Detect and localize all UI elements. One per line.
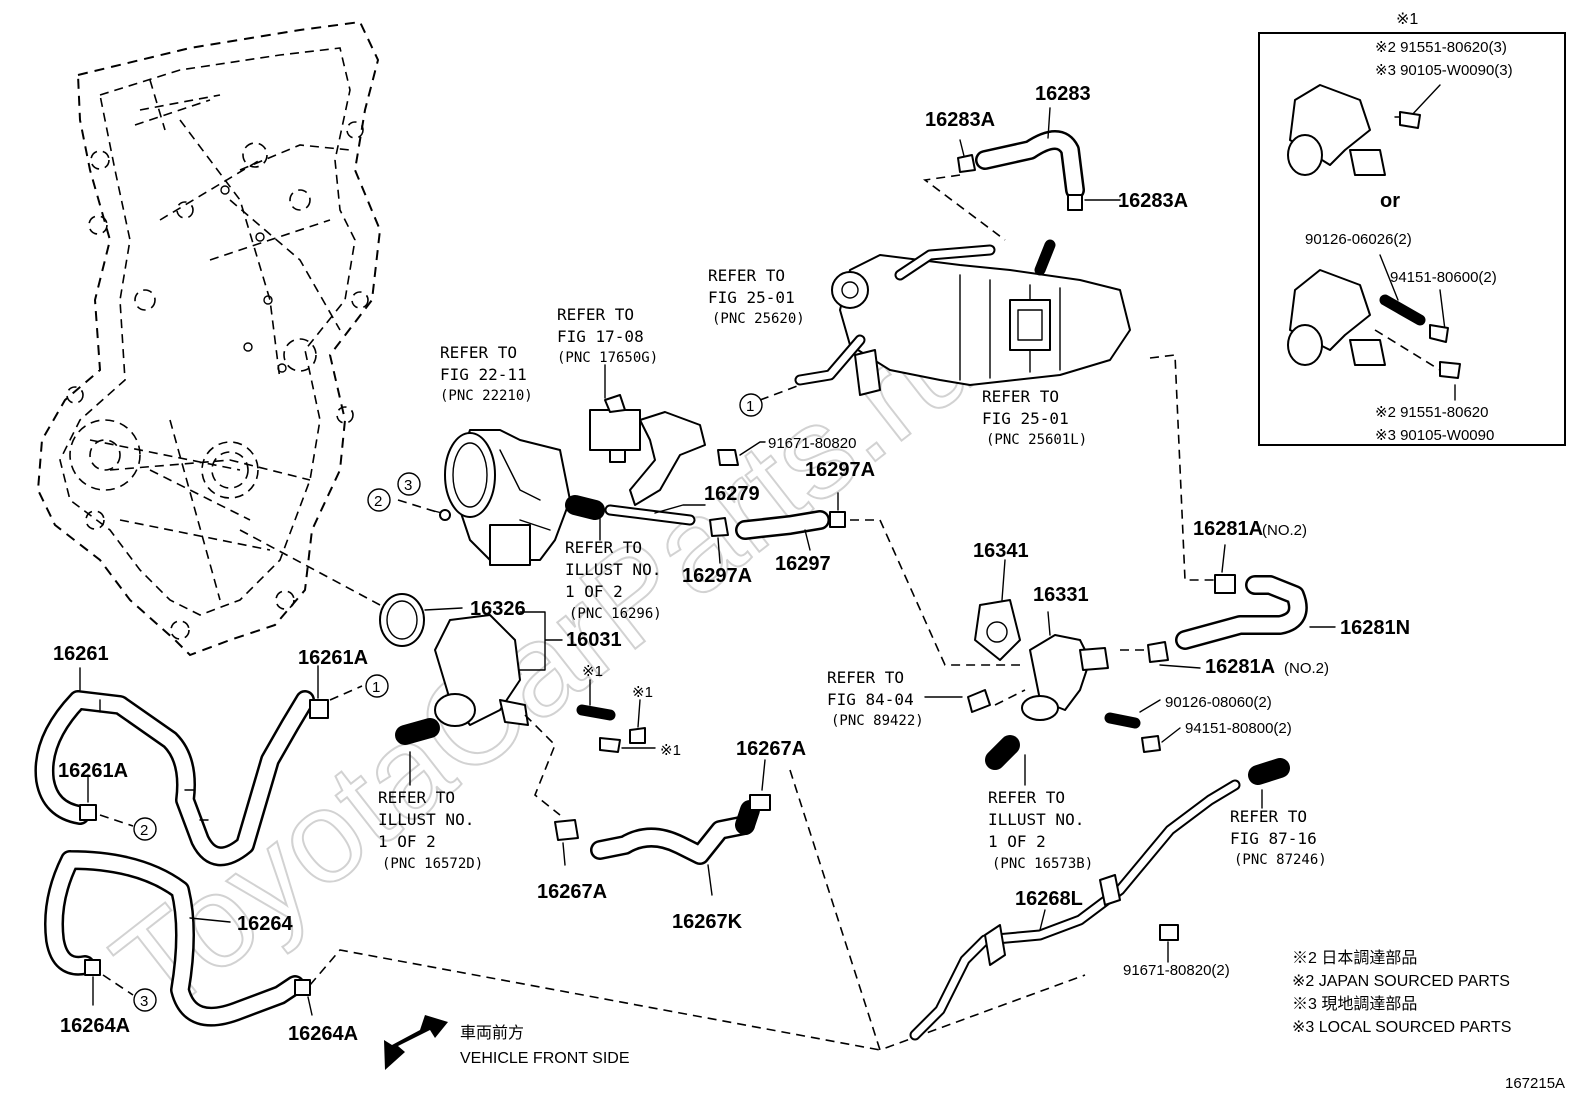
- ref5-l4: (PNC 16296): [569, 606, 662, 622]
- ref7-l3: 1 OF 2: [988, 832, 1046, 851]
- part-labels: 16283 16283A 16283A 16279 16297A 16297A …: [53, 83, 1410, 1045]
- throttle-body: [444, 429, 571, 566]
- legend-local-en: ※3 LOCAL SOURCED PARTS: [1292, 1019, 1511, 1036]
- callout-circles: 1 1 2 3 2 3: [133, 393, 763, 1012]
- label-mark1-stud: ※1: [582, 663, 603, 680]
- ref1-l2: FIG 22-11: [440, 365, 527, 384]
- inset-bolt-local: ※3 90105-W0090: [1375, 427, 1494, 444]
- label-16283: 16283: [1035, 83, 1091, 105]
- ref7-l2: ILLUST NO.: [988, 810, 1084, 829]
- label-16264A-right: 16264A: [288, 1023, 358, 1045]
- ref6-l1: REFER TO: [378, 788, 455, 807]
- label-mark1-bolt: ※1: [660, 742, 681, 759]
- timing-chain-cover: [36, 20, 382, 657]
- ref5-l1: REFER TO: [565, 538, 642, 557]
- label-16281N: 16281N: [1340, 617, 1410, 639]
- label-16281A-top-sub: (NO.2): [1262, 522, 1307, 539]
- label-16261A-left: 16261A: [58, 760, 128, 782]
- label-16031: 16031: [566, 629, 622, 651]
- label-stud-90126: 90126-08060(2): [1165, 694, 1272, 711]
- label-mark1-nut: ※1: [632, 684, 653, 701]
- inset-stud: 90126-06026(2): [1305, 231, 1412, 248]
- ref3-l2: FIG 25-01: [708, 288, 795, 307]
- label-16267A-bottom: 16267A: [537, 881, 607, 903]
- legend: ※2 日本調達部品 ※2 JAPAN SOURCED PARTS ※3 現地調達…: [1292, 949, 1511, 1036]
- front-label-en: VEHICLE FRONT SIDE: [460, 1050, 630, 1067]
- label-bolt-91671: 91671-80820: [768, 435, 856, 452]
- label-16341: 16341: [973, 540, 1029, 562]
- ref6-l4: (PNC 16572D): [382, 856, 483, 872]
- ref8-l1: REFER TO: [827, 668, 904, 687]
- ref4-l3: (PNC 25601L): [986, 432, 1087, 448]
- callout-1-hose: 1: [372, 679, 380, 696]
- ref6-l2: ILLUST NO.: [378, 810, 474, 829]
- label-16281A-bottom: 16281A: [1205, 656, 1275, 678]
- ref2-l2: FIG 17-08: [557, 327, 644, 346]
- ref8-l2: FIG 84-04: [827, 690, 914, 709]
- alternate-fastener-inset: ※1 ※2 91551-80620(3) ※3 90105-W0090(3) o…: [1258, 11, 1566, 446]
- label-bolt-91671-2: 91671-80820(2): [1123, 962, 1230, 979]
- ref1-l3: (PNC 22210): [440, 388, 533, 404]
- label-16283A-top: 16283A: [925, 109, 995, 131]
- egr-cooler-assembly: [794, 239, 1131, 396]
- label-16264: 16264: [237, 913, 293, 935]
- label-16283A-right: 16283A: [1118, 190, 1188, 212]
- inset-bolt-japan: ※2 91551-80620: [1375, 404, 1489, 421]
- ref9-l2: FIG 87-16: [1230, 829, 1317, 848]
- ref2-l1: REFER TO: [557, 305, 634, 324]
- label-16267K: 16267K: [672, 911, 743, 933]
- ref1-l1: REFER TO: [440, 343, 517, 362]
- inset-or: or: [1380, 190, 1400, 212]
- ref8-l3: (PNC 89422): [831, 713, 924, 729]
- legend-japan-en: ※2 JAPAN SOURCED PARTS: [1292, 973, 1510, 990]
- inset-bolt-japan-3: ※2 91551-80620(3): [1375, 39, 1507, 56]
- callout-2-hose: 2: [140, 822, 148, 839]
- callout-3-throttle: 3: [404, 477, 412, 494]
- inset-nut: 94151-80600(2): [1390, 269, 1497, 286]
- label-16297: 16297: [775, 553, 831, 575]
- ref9-l1: REFER TO: [1230, 807, 1307, 826]
- label-16297A-top: 16297A: [805, 459, 875, 481]
- ref4-l1: REFER TO: [982, 387, 1059, 406]
- ref6-l3: 1 OF 2: [378, 832, 436, 851]
- callout-1-egr: 1: [746, 398, 754, 415]
- callout-2-throttle: 2: [374, 493, 382, 510]
- vacuum-valve: [589, 364, 641, 463]
- ref3-l3: (PNC 25620): [712, 311, 805, 327]
- label-16331: 16331: [1033, 584, 1089, 606]
- label-16281A-bottom-sub: (NO.2): [1284, 660, 1329, 677]
- label-16279: 16279: [704, 483, 760, 505]
- water-outlet-16031: [434, 614, 529, 727]
- label-16326: 16326: [470, 598, 526, 620]
- inset-mark: ※1: [1396, 11, 1418, 28]
- ref7-l4: (PNC 16573B): [992, 856, 1093, 872]
- figure-id: 167215A: [1505, 1075, 1565, 1092]
- label-16261: 16261: [53, 643, 109, 665]
- label-16267A-top: 16267A: [736, 738, 806, 760]
- label-16281A-top: 16281A: [1193, 518, 1263, 540]
- label-16261A-right: 16261A: [298, 647, 368, 669]
- ref2-l3: (PNC 17650G): [557, 350, 658, 366]
- ref3-l1: REFER TO: [708, 266, 785, 285]
- label-16268L: 16268L: [1015, 888, 1083, 910]
- front-arrow-icon: [384, 1015, 448, 1070]
- callout-3-hose: 3: [140, 993, 148, 1010]
- label-nut-94151: 94151-80800(2): [1185, 720, 1292, 737]
- bracket-16279: [604, 411, 706, 526]
- legend-japan-jp: ※2 日本調達部品: [1292, 949, 1417, 967]
- legend-local-jp: ※3 現地調達部品: [1292, 995, 1417, 1013]
- ref5-l2: ILLUST NO.: [565, 560, 661, 579]
- water-inlet-16331: [1021, 634, 1109, 721]
- ref4-l2: FIG 25-01: [982, 409, 1069, 428]
- inset-bolt-local-3: ※3 90105-W0090(3): [1375, 62, 1513, 79]
- ref5-l3: 1 OF 2: [565, 582, 623, 601]
- ref9-l3: (PNC 87246): [1234, 852, 1327, 868]
- ref7-l1: REFER TO: [988, 788, 1065, 807]
- front-label-jp: 車両前方: [460, 1024, 524, 1042]
- label-16264A-left: 16264A: [60, 1015, 130, 1037]
- refer-labels: REFER TO FIG 22-11 (PNC 22210) REFER TO …: [378, 266, 1327, 872]
- label-16297A-bottom: 16297A: [682, 565, 752, 587]
